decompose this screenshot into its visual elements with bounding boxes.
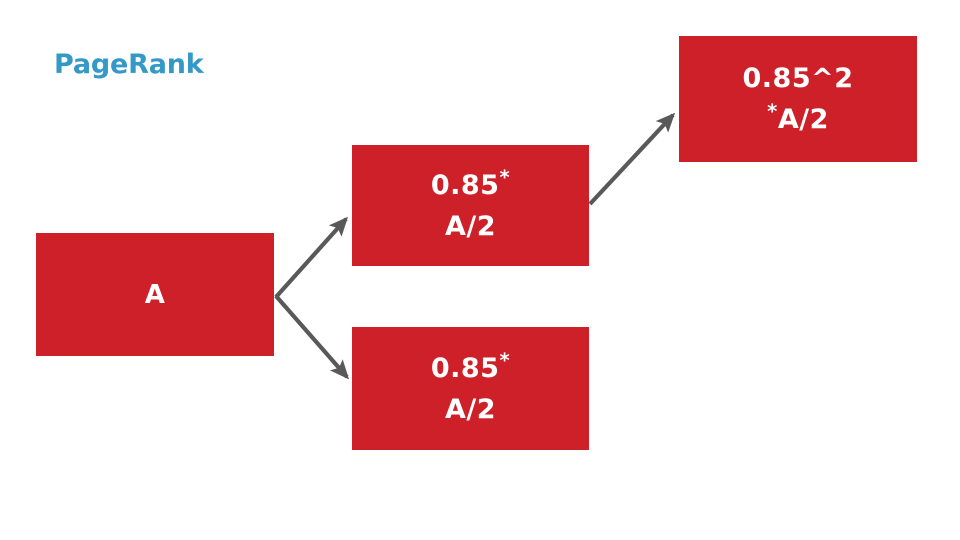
node-c-line1-superscript: * — [499, 348, 511, 372]
arrow-b-to-d — [588, 112, 676, 206]
arrow-a-to-b — [274, 216, 349, 299]
node-d-line2: A/2 — [777, 104, 829, 135]
node-a-label: A — [144, 279, 166, 310]
node-d-line1: 0.85^2 — [742, 63, 854, 94]
node-c-line1: 0.85 — [430, 352, 500, 384]
node-a[interactable]: A — [36, 233, 274, 356]
node-d[interactable]: 0.85^2 *A/2 — [679, 36, 917, 162]
node-b-label: 0.85*A/2 — [425, 165, 516, 247]
node-b-line1-superscript: * — [499, 165, 511, 189]
node-b-line2: A/2 — [444, 210, 497, 242]
node-c-label: 0.85*A/2 — [425, 348, 516, 430]
node-c[interactable]: 0.85*A/2 — [352, 327, 589, 450]
node-d-label: 0.85^2 *A/2 — [736, 58, 859, 140]
node-d-line2-superscript: * — [767, 100, 778, 123]
arrow-a-to-c — [274, 294, 350, 380]
node-b[interactable]: 0.85*A/2 — [352, 145, 589, 266]
node-c-line2: A/2 — [444, 393, 497, 425]
node-b-line1: 0.85 — [430, 169, 500, 201]
page-title: PageRank — [54, 49, 204, 80]
